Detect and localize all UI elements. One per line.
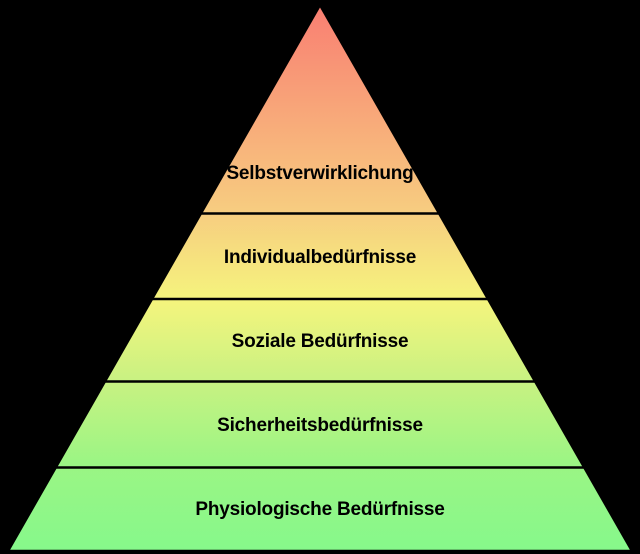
pyramid-level-label: Physiologische Bedürfnisse (195, 499, 444, 520)
pyramid-level-label: Sicherheitsbedürfnisse (217, 415, 423, 436)
pyramid-level-label: Individualbedürfnisse (224, 247, 416, 268)
pyramid-level-label: Selbstverwirklichung (226, 163, 413, 184)
pyramid-level-label: Soziale Bedürfnisse (232, 331, 409, 352)
pyramid-shape (5, 2, 635, 553)
